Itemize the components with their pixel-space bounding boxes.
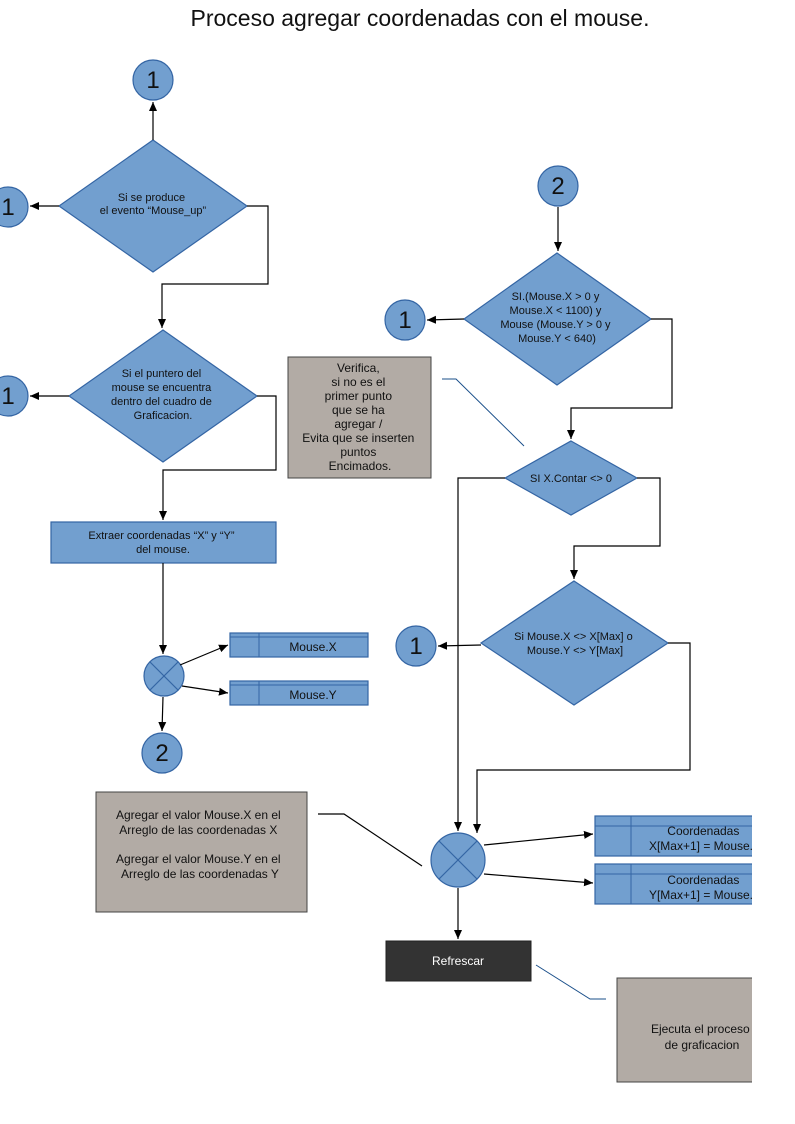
svg-text:Mouse.Y: Mouse.Y bbox=[289, 688, 336, 702]
right-edges bbox=[426, 207, 691, 939]
junction-left bbox=[143, 655, 185, 697]
junction-right bbox=[430, 832, 486, 888]
svg-text:SI.(Mouse.X > 0 y Mouse.: SI.(Mouse.X > 0 y Mouse.X < 1100) y Mous… bbox=[500, 291, 613, 345]
svg-text:1: 1 bbox=[1, 194, 14, 221]
svg-text:1: 1 bbox=[146, 67, 159, 94]
connector-pointer-exit: 1 bbox=[0, 375, 29, 417]
svg-text:2: 2 bbox=[155, 740, 168, 767]
process-extract-coordinates: Extraer coordenadas “X” y “Y” del mouse. bbox=[50, 521, 277, 564]
connector-top-left: 1 bbox=[132, 59, 174, 101]
store-coordinates-y: Coordenadas Y[Max+1] = Mouse.Y bbox=[594, 863, 761, 905]
decision-different-point: Si Mouse.X <> X[Max] o Mouse.Y <> Y[Max] bbox=[479, 580, 670, 706]
svg-text:1: 1 bbox=[1, 383, 14, 410]
decision-mouse-up: Si se produce el evento “Mouse_up” bbox=[57, 139, 249, 273]
note-graph-link bbox=[535, 964, 606, 1000]
svg-text:Extraer coordenadas “X” y “Y”: Extraer coordenadas “X” y “Y” del mouse. bbox=[88, 530, 237, 556]
svg-text:Ejecuta el proceso de: Ejecuta el proceso de graficacion bbox=[651, 1022, 753, 1052]
note-graph-process: Ejecuta el proceso de graficacion bbox=[616, 977, 753, 1083]
process-refresh: Refrescar bbox=[385, 940, 532, 982]
note-verify-first-point: Verifica, si no es el primer punto que s… bbox=[287, 356, 432, 479]
svg-text:Si Mouse.X <> X[Max] o M: Si Mouse.X <> X[Max] o Mouse.Y <> Y[Max] bbox=[514, 631, 636, 657]
svg-text:1: 1 bbox=[398, 307, 411, 334]
svg-text:1: 1 bbox=[409, 633, 422, 660]
note-add-values-link bbox=[318, 813, 423, 867]
decision-count-check: SI X.Contar <> 0 bbox=[503, 440, 639, 516]
svg-text:2: 2 bbox=[551, 173, 564, 200]
connector-two-start: 2 bbox=[537, 165, 579, 207]
decision-pointer-inside: Si el puntero del mouse se encuentra den… bbox=[67, 329, 259, 463]
connector-range-exit: 1 bbox=[384, 299, 426, 341]
svg-text:Refrescar: Refrescar bbox=[432, 954, 484, 968]
store-coordinates-x: Coordenadas X[Max+1] = Mouse.X bbox=[594, 815, 761, 857]
connector-to-right-flow: 2 bbox=[141, 732, 183, 774]
note-add-values: Agregar el valor Mouse.X en el Arreglo d… bbox=[95, 791, 308, 913]
svg-text:Coordenadas X[Max+1] =: Coordenadas X[Max+1] = Mouse.X bbox=[649, 824, 761, 853]
decision-range-check: SI.(Mouse.X > 0 y Mouse.X < 1100) y Mous… bbox=[462, 252, 653, 386]
svg-text:Agregar el valor Mouse.X en el: Agregar el valor Mouse.X en el Arreglo d… bbox=[116, 808, 284, 881]
page-title: Proceso agregar coordenadas con el mouse… bbox=[190, 5, 649, 31]
connector-mouseup-exit: 1 bbox=[0, 186, 29, 228]
store-mouse-y: Mouse.Y bbox=[229, 680, 369, 706]
svg-text:Mouse.X: Mouse.X bbox=[289, 640, 336, 654]
connector-diff-exit: 1 bbox=[395, 625, 437, 667]
svg-text:SI X.Contar <> 0: SI X.Contar <> 0 bbox=[530, 473, 612, 485]
note-verify-link bbox=[442, 378, 525, 447]
store-mouse-x: Mouse.X bbox=[229, 632, 369, 658]
svg-text:Verifica, si no es el: Verifica, si no es el primer punto que s… bbox=[302, 361, 417, 473]
svg-text:Si se produce el evento: Si se produce el evento “Mouse_up” bbox=[100, 192, 207, 217]
svg-text:Si el puntero del mouse: Si el puntero del mouse se encuentra den… bbox=[111, 368, 215, 422]
svg-text:Coordenadas Y[Max+1] =: Coordenadas Y[Max+1] = Mouse.Y bbox=[649, 873, 761, 902]
left-edges bbox=[30, 102, 277, 732]
